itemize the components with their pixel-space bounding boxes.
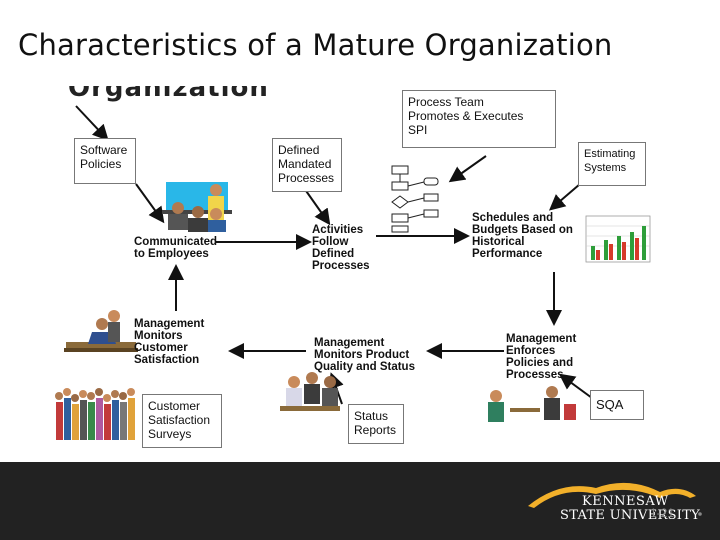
box-line: Processes <box>278 171 335 185</box>
defined-mandated-box: Defined Mandated Processes <box>272 138 342 192</box>
box-line: Process Team <box>408 95 484 109</box>
box-line: Promotes & Executes <box>408 109 524 123</box>
label-line: Processes <box>506 369 564 381</box>
mgmt-enforces-label: Management Enforces Policies and Process… <box>506 333 576 381</box>
slide-title: Characteristics of a Mature Organization <box>18 28 613 62</box>
flowchart-icon <box>391 165 439 233</box>
arrow-defined-to-activities <box>303 187 331 226</box>
arrow-title-to-software <box>75 105 109 141</box>
label-line: Management <box>134 318 205 330</box>
diagram-graphics <box>55 105 651 440</box>
label-line: Processes <box>312 260 370 272</box>
logo-line-2: STATE UNIVERSITY <box>560 508 701 523</box>
label-line: to Employees <box>134 248 209 260</box>
label-line: Performance <box>472 248 543 260</box>
enforcement-meeting-illustration <box>488 386 576 422</box>
process-team-box: Process Team Promotes & Executes SPI <box>402 90 556 148</box>
desk-meeting-illustration <box>280 372 340 411</box>
box-line: Defined <box>278 143 320 157</box>
software-policies-box: Software Policies <box>74 138 136 184</box>
label-line: Activities <box>312 224 364 236</box>
label-line: Customer <box>134 342 188 354</box>
logo-line-1: KENNESAW <box>582 494 669 509</box>
label-line: Satisfaction <box>134 354 200 366</box>
arrow-sqa-to-enforces <box>558 373 593 399</box>
meeting-illustration <box>162 182 232 232</box>
arrow-process-to-flowchart <box>448 155 487 183</box>
box-line: Satisfaction <box>148 413 211 427</box>
box-line: Systems <box>584 162 627 174</box>
box-line: Estimating <box>584 148 636 160</box>
university-logo-mark <box>528 482 702 516</box>
label-line: Schedules and <box>472 212 554 224</box>
sqa-box: SQA <box>590 390 644 420</box>
label-line: Policies and <box>506 357 574 369</box>
label-line: Monitors Product <box>314 349 410 361</box>
customer-surveys-box: Customer Satisfaction Surveys <box>142 394 222 448</box>
label-line: Management <box>506 333 577 345</box>
label-line: Management <box>314 337 385 349</box>
activities-label: Activities Follow Defined Processes <box>312 224 370 272</box>
label-line: Follow <box>312 236 349 248</box>
page-number: 1-21 <box>650 506 675 520</box>
arrow-estimating-to-schedules <box>548 183 581 211</box>
label-line: Quality and Status <box>314 361 415 373</box>
mgmt-product-label: Management Monitors Product Quality and … <box>314 337 415 373</box>
box-line: Reports <box>354 423 397 437</box>
status-reports-box: Status Reports <box>348 404 404 444</box>
cut-heading: Organization <box>68 86 269 103</box>
communicated-label: Communicated to Employees <box>134 236 217 260</box>
box-line: SPI <box>408 123 428 137</box>
bar-chart-icon <box>585 215 651 263</box>
box-line: Mandated <box>278 157 332 171</box>
footer-band: KENNESAW STATE UNIVERSITY <box>0 462 720 540</box>
label-line: Monitors <box>134 330 183 342</box>
manager-desk-illustration <box>64 310 138 352</box>
schedules-label: Schedules and Budgets Based on Historica… <box>472 212 573 260</box>
label-line: Enforces <box>506 345 556 357</box>
crowd-illustration <box>55 388 135 440</box>
estimating-systems-box: Estimating Systems <box>578 142 646 186</box>
label-line: Historical <box>472 236 525 248</box>
box-line: Policies <box>80 157 122 171</box>
mgmt-customer-label: Management Monitors Customer Satisfactio… <box>134 318 204 366</box>
arrow-software-to-communicated <box>135 183 165 224</box>
box-line: Customer <box>148 399 201 413</box>
box-line: Surveys <box>148 427 192 441</box>
label-line: Communicated <box>134 236 218 248</box>
label-line: Defined <box>312 248 355 260</box>
label-line: Budgets Based on <box>472 224 573 236</box>
diagram-panel: Organization <box>36 86 677 460</box>
box-line: Status <box>354 409 389 423</box>
box-line: SQA <box>596 397 624 412</box>
box-line: Software <box>80 143 128 157</box>
